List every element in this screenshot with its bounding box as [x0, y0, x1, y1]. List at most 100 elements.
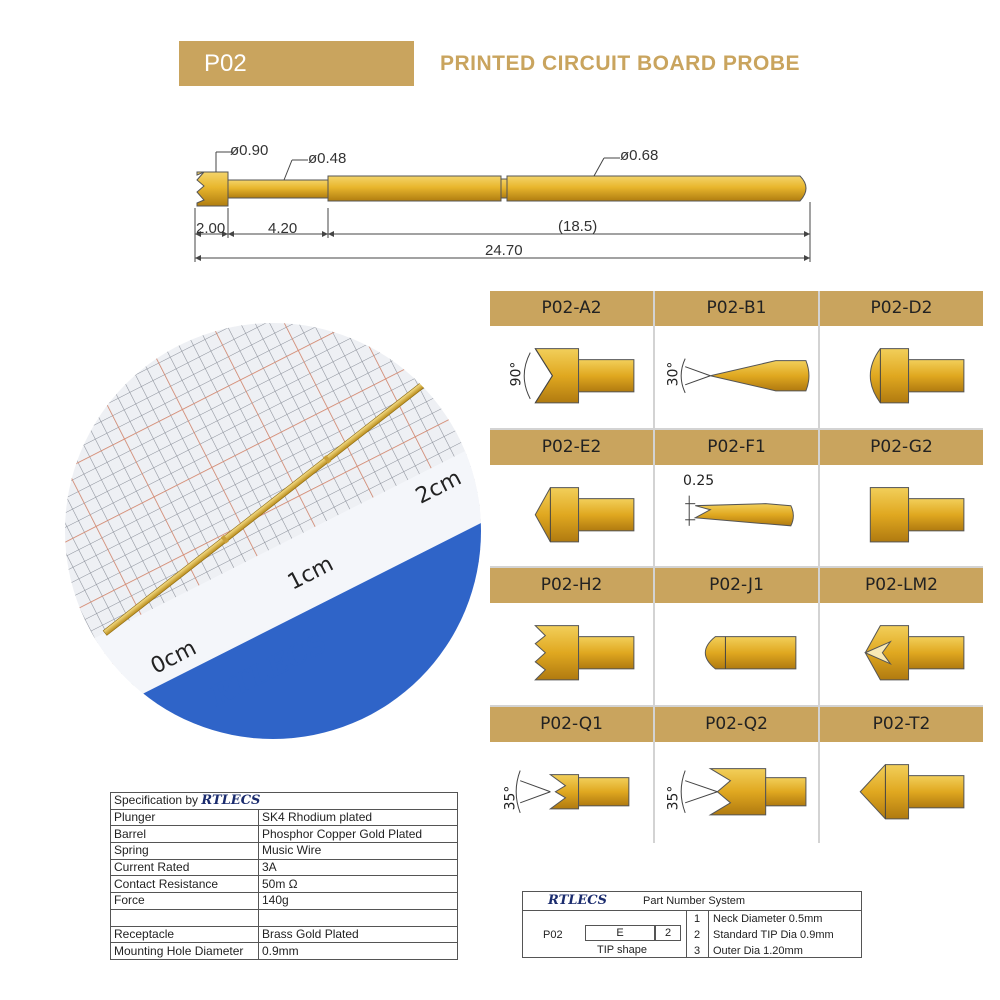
tip-code-label: P02-Q1: [490, 706, 653, 742]
tip-angle-label: 0.25: [683, 472, 715, 489]
tip-cell-p02-d2: P02-D2: [820, 291, 983, 428]
spec-key: Spring: [110, 842, 259, 860]
tip-shape-drawing: [820, 742, 983, 844]
dim-tip-diameter: ø0.90: [230, 142, 269, 159]
tip-code-label: P02-B1: [655, 291, 818, 326]
part-number-system: RTLECS Part Number System P02 E 2 TIP sh…: [522, 891, 862, 958]
pn-note-text: Neck Diameter 0.5mm: [713, 913, 823, 925]
pn-series: P02: [543, 929, 563, 941]
pn-note-num: 2: [694, 929, 701, 941]
tip-cell-p02-a2: P02-A2 90°: [490, 291, 653, 428]
tip-code-label: P02-A2: [490, 291, 653, 326]
product-photo: 0cm 1cm 2cm RTLECS: [65, 323, 481, 739]
tip-code-label: P02-D2: [820, 291, 983, 326]
tip-shape-drawing: [820, 326, 983, 428]
dim-plunger-length: 4.20: [268, 220, 298, 237]
spec-value: Phosphor Copper Gold Plated: [258, 825, 458, 844]
tip-angle-label: 90°: [508, 361, 525, 387]
pn-title: Part Number System: [643, 895, 746, 907]
tip-shape-drawing: 0.25: [655, 465, 818, 567]
spec-value: Music Wire: [258, 842, 458, 860]
tip-angle-label: 30°: [665, 361, 682, 387]
spec-brand-logo: RTLECS: [201, 793, 261, 809]
spec-key: Force: [110, 892, 259, 910]
spec-heading: Specification by: [114, 793, 199, 808]
pn-note-text: Outer Dia 1.20mm: [713, 945, 803, 957]
dim-total-length: 24.70: [485, 242, 523, 259]
spec-key: Receptacle: [110, 925, 259, 944]
tip-code-label: P02-E2: [490, 429, 653, 465]
spec-value: 50m Ω: [258, 875, 458, 894]
tip-shape-drawing: 35°: [490, 742, 653, 844]
spec-row: [110, 908, 458, 927]
tip-code-label: P02-Q2: [655, 706, 818, 742]
spec-value: 3A: [258, 858, 458, 877]
spec-key: Current Rated: [110, 858, 259, 877]
tip-angle-label: 35°: [502, 785, 519, 810]
tip-cell-p02-t2: P02-T2: [820, 706, 983, 844]
tip-shape-drawing: 30°: [655, 326, 818, 428]
tip-shape-drawing: [655, 603, 818, 705]
tip-cell-p02-q1: P02-Q1 35°: [490, 706, 653, 844]
pn-tip-code: E: [585, 925, 655, 941]
tip-code-label: P02-LM2: [820, 568, 983, 603]
tip-code-label: P02-T2: [820, 706, 983, 742]
spec-key: Plunger: [110, 808, 259, 827]
tip-shape-drawing: 90°: [490, 326, 653, 428]
pn-note-num: 1: [694, 913, 701, 925]
dim-tip-length: 2.00: [196, 220, 226, 237]
dim-neck-diameter: ø0.48: [308, 150, 347, 167]
page-title: PRINTED CIRCUIT BOARD PROBE: [440, 52, 801, 75]
pn-note-text: Standard TIP Dia 0.9mm: [713, 929, 834, 941]
spec-heading-row: Specification by RTLECS: [110, 792, 458, 810]
tip-shape-drawing: [490, 603, 653, 705]
spec-value: [258, 908, 458, 927]
tip-code-label: P02-H2: [490, 568, 653, 603]
tip-cell-p02-e2: P02-E2: [490, 429, 653, 567]
spec-key: Contact Resistance: [110, 875, 259, 894]
spec-key: Barrel: [110, 825, 259, 844]
pn-size-code: 2: [655, 925, 681, 941]
pn-tip-label: TIP shape: [597, 944, 647, 956]
tip-shape-drawing: [820, 465, 983, 567]
dim-barrel-length: (18.5): [558, 218, 598, 235]
tip-cell-p02-b1: P02-B1 30°: [655, 291, 818, 428]
tip-cell-p02-h2: P02-H2: [490, 568, 653, 705]
spec-value: 140g: [258, 892, 458, 910]
tip-cell-p02-g2: P02-G2: [820, 429, 983, 567]
tip-shape-drawing: 35°: [655, 742, 818, 844]
tip-shape-drawing: [820, 603, 983, 705]
spec-key: [110, 908, 259, 927]
spec-value: Brass Gold Plated: [258, 925, 458, 944]
tip-code-label: P02-F1: [655, 429, 818, 465]
pn-column-divider: [686, 910, 687, 958]
pn-note-num: 3: [694, 945, 701, 957]
series-code-badge: P02: [179, 41, 414, 86]
pn-divider: [523, 910, 861, 911]
tip-angle-label: 35°: [665, 785, 682, 810]
dim-barrel-diameter: ø0.68: [620, 147, 659, 164]
probe-drawing: [194, 151, 811, 262]
spec-key: Mounting Hole Diameter: [110, 942, 259, 960]
pn-brand-logo: RTLECS: [548, 893, 608, 908]
pn-column-divider: [708, 910, 709, 958]
tip-cell-p02-q2: P02-Q2 35°: [655, 706, 818, 844]
spec-value: SK4 Rhodium plated: [258, 808, 458, 827]
tip-cell-p02-j1: P02-J1: [655, 568, 818, 705]
tip-code-label: P02-J1: [655, 568, 818, 603]
spec-value: 0.9mm: [258, 942, 458, 960]
tip-cell-p02-f1: P02-F1 0.25: [655, 429, 818, 567]
tip-shape-drawing: [490, 465, 653, 567]
tip-cell-p02-lm2: P02-LM2: [820, 568, 983, 705]
tip-code-label: P02-G2: [820, 429, 983, 465]
